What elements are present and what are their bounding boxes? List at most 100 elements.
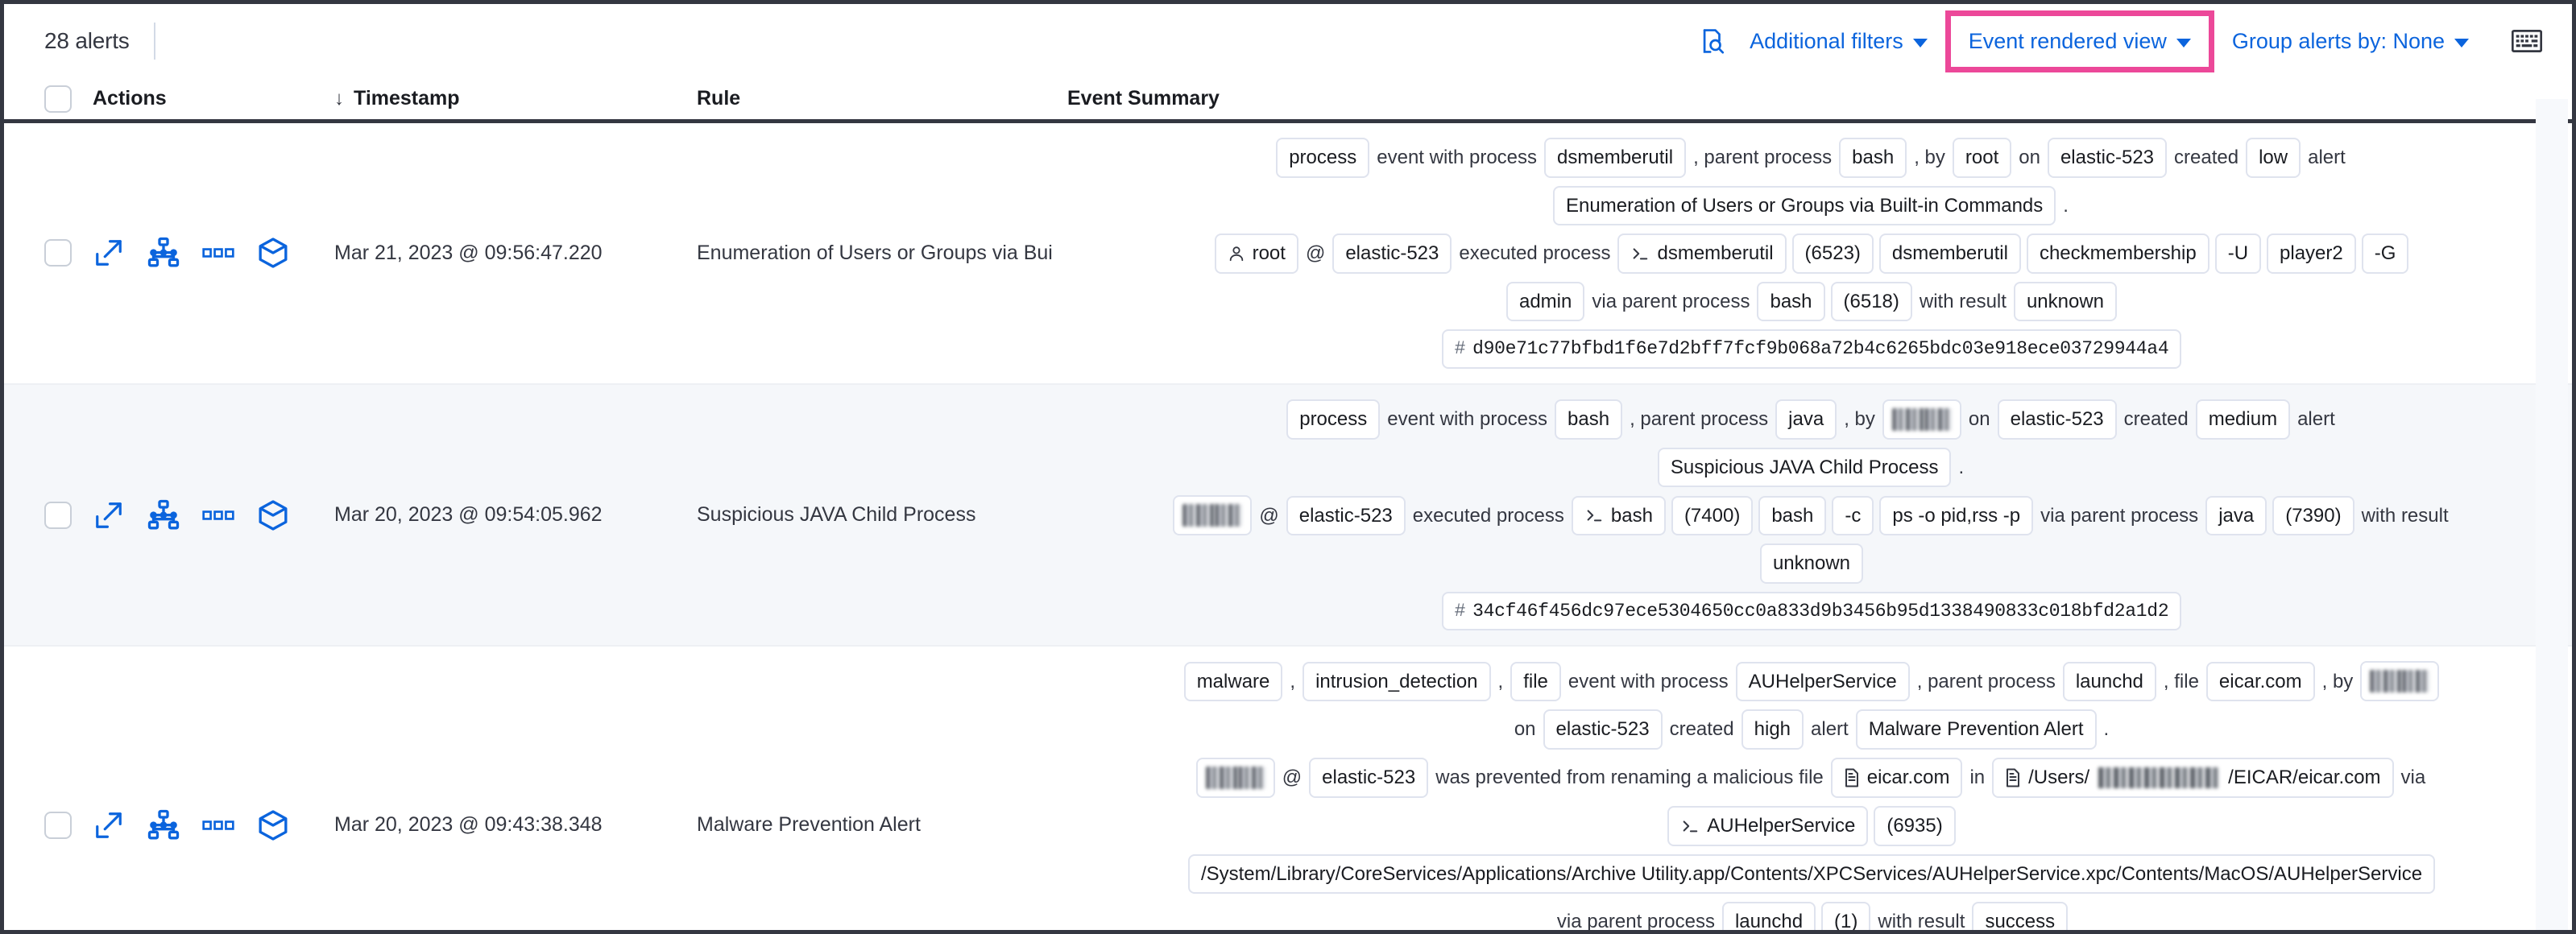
- summary-badge[interactable]: bash: [1555, 399, 1623, 440]
- summary-badge[interactable]: elastic-523: [1543, 709, 1663, 750]
- summary-text: created: [2174, 147, 2239, 168]
- more-actions-icon[interactable]: [202, 809, 234, 841]
- summary-badge-user[interactable]: root: [1214, 234, 1298, 274]
- summary-badge-process[interactable]: dsmemberutil: [1617, 234, 1787, 274]
- summary-badge[interactable]: file: [1510, 661, 1561, 702]
- summary-badge[interactable]: ps -o pid,rss -p: [1879, 495, 2034, 536]
- summary-badge[interactable]: medium: [2195, 399, 2291, 440]
- expand-icon[interactable]: [93, 499, 125, 531]
- summary-text: , parent process: [1916, 670, 2056, 692]
- summary-badge[interactable]: bash: [1758, 495, 1827, 536]
- redacted-user-badge[interactable]: [1882, 399, 1961, 440]
- summary-badge[interactable]: launchd: [2062, 661, 2156, 702]
- keyboard-icon[interactable]: [2504, 19, 2549, 64]
- summary-badge-hash[interactable]: #d90e71c77bfbd1f6e7d2bff7fcf9b068a72b4c6…: [1441, 329, 2182, 369]
- summary-badge[interactable]: admin: [1505, 281, 1585, 322]
- redacted-user-badge[interactable]: [2360, 661, 2440, 702]
- column-header-timestamp[interactable]: ↓ Timestamp: [334, 87, 697, 110]
- summary-badge[interactable]: -G: [2361, 234, 2409, 274]
- summary-badge[interactable]: -c: [1832, 495, 1874, 536]
- vertical-scrollbar[interactable]: [2536, 99, 2568, 930]
- summary-badge[interactable]: unknown: [1759, 543, 1864, 584]
- select-all-checkbox[interactable]: [44, 85, 72, 113]
- summary-badge[interactable]: elastic-523: [1332, 234, 1452, 274]
- row-select-checkbox[interactable]: [44, 239, 72, 267]
- summary-badge[interactable]: high: [1741, 709, 1804, 750]
- summary-badge[interactable]: player2: [2267, 234, 2356, 274]
- table-row[interactable]: Mar 20, 2023 @ 09:43:38.348 Malware Prev…: [4, 647, 2572, 933]
- row-select-checkbox[interactable]: [44, 501, 72, 529]
- summary-badge[interactable]: malware: [1183, 661, 1283, 702]
- redacted-value: [1237, 767, 1265, 790]
- summary-badge[interactable]: AUHelperService: [1735, 661, 1910, 702]
- summary-badge[interactable]: Enumeration of Users or Groups via Built…: [1553, 185, 2056, 226]
- summary-badge[interactable]: elastic-523: [1286, 495, 1406, 536]
- summary-badge[interactable]: checkmembership: [2026, 234, 2209, 274]
- summary-badge[interactable]: process: [1276, 138, 1370, 178]
- summary-badge[interactable]: low: [2246, 138, 2301, 178]
- inspect-search-icon[interactable]: [1690, 19, 1735, 64]
- more-actions-icon[interactable]: [202, 237, 234, 269]
- summary-badge[interactable]: launchd: [1721, 902, 1816, 930]
- session-viewer-icon[interactable]: [257, 499, 289, 531]
- more-actions-icon[interactable]: [202, 499, 234, 531]
- summary-badge[interactable]: success: [1972, 902, 2069, 930]
- additional-filters-button[interactable]: Additional filters: [1735, 21, 1942, 62]
- row-select-checkbox[interactable]: [44, 811, 72, 839]
- summary-badge[interactable]: -U: [2214, 234, 2262, 274]
- summary-badge[interactable]: elastic-523: [1309, 758, 1429, 798]
- analyze-event-icon[interactable]: [147, 237, 180, 269]
- summary-badge[interactable]: dsmemberutil: [1878, 234, 2021, 274]
- expand-icon[interactable]: [93, 809, 125, 841]
- summary-badge[interactable]: process: [1286, 399, 1381, 440]
- summary-badge[interactable]: intrusion_detection: [1302, 661, 1491, 702]
- column-header-rule[interactable]: Rule: [697, 87, 1067, 110]
- summary-badge[interactable]: unknown: [2013, 281, 2118, 322]
- summary-badge[interactable]: (6523): [1791, 234, 1874, 274]
- redacted-user-badge[interactable]: [1173, 495, 1253, 536]
- summary-line: #d90e71c77bfbd1f6e7d2bff7fcf9b068a72b4c6…: [1441, 329, 2182, 369]
- summary-badge[interactable]: Suspicious JAVA Child Process: [1657, 447, 1952, 488]
- summary-badge-hash[interactable]: #34cf46f456dc97ece5304650cc0a833d9b3456b…: [1441, 592, 2182, 631]
- expand-icon[interactable]: [93, 237, 125, 269]
- summary-badge-file-path[interactable]: /Users//EICAR/eicar.com: [1992, 758, 2394, 798]
- table-row[interactable]: Mar 20, 2023 @ 09:54:05.962 Suspicious J…: [4, 384, 2572, 647]
- summary-badge[interactable]: eicar.com: [2205, 661, 2315, 702]
- summary-badge[interactable]: (6935): [1874, 806, 1956, 846]
- summary-text: with result: [1878, 911, 1965, 933]
- summary-badge[interactable]: bash: [1757, 281, 1825, 322]
- summary-line: Enumeration of Users or Groups via Built…: [1553, 185, 2070, 226]
- summary-badge-path[interactable]: /System/Library/CoreServices/Application…: [1187, 853, 2436, 895]
- row-rule-name[interactable]: Suspicious JAVA Child Process: [697, 503, 976, 527]
- summary-badge-process[interactable]: AUHelperService: [1667, 806, 1869, 846]
- summary-badge[interactable]: dsmemberutil: [1544, 138, 1687, 178]
- analyze-event-icon[interactable]: [147, 499, 180, 531]
- summary-badge[interactable]: (7390): [2272, 495, 2354, 536]
- summary-badge[interactable]: bash: [1839, 138, 1907, 178]
- summary-badge[interactable]: root: [1952, 138, 2012, 178]
- summary-badge[interactable]: elastic-523: [2047, 138, 2168, 178]
- summary-badge[interactable]: (1): [1821, 902, 1871, 930]
- toolbar-right-controls: Additional filters Event rendered view G…: [1690, 4, 2557, 78]
- session-viewer-icon[interactable]: [257, 809, 289, 841]
- summary-badge[interactable]: elastic-523: [1997, 399, 2117, 440]
- summary-badge[interactable]: java: [1775, 399, 1837, 440]
- summary-badge[interactable]: (7400): [1671, 495, 1754, 536]
- row-rule-name[interactable]: Enumeration of Users or Groups via Bui: [697, 241, 1053, 264]
- summary-badge[interactable]: Malware Prevention Alert: [1855, 709, 2097, 750]
- redacted-value: [2098, 767, 2220, 789]
- summary-badge-process[interactable]: bash: [1571, 495, 1666, 536]
- summary-badge-file[interactable]: eicar.com: [1830, 758, 1963, 798]
- redacted-user-badge[interactable]: [1195, 758, 1275, 799]
- row-rule-name[interactable]: Malware Prevention Alert: [697, 813, 921, 837]
- session-viewer-icon[interactable]: [257, 237, 289, 269]
- table-row[interactable]: Mar 21, 2023 @ 09:56:47.220 Enumeration …: [4, 123, 2572, 385]
- analyze-event-icon[interactable]: [147, 809, 180, 841]
- group-alerts-by-button[interactable]: Group alerts by: None: [2218, 21, 2483, 62]
- summary-badge[interactable]: java: [2205, 495, 2267, 536]
- summary-text: executed process: [1412, 504, 1564, 527]
- redacted-value: [1924, 407, 1952, 431]
- event-rendered-view-button[interactable]: Event rendered view: [1961, 29, 2199, 54]
- summary-badge[interactable]: (6518): [1830, 281, 1912, 322]
